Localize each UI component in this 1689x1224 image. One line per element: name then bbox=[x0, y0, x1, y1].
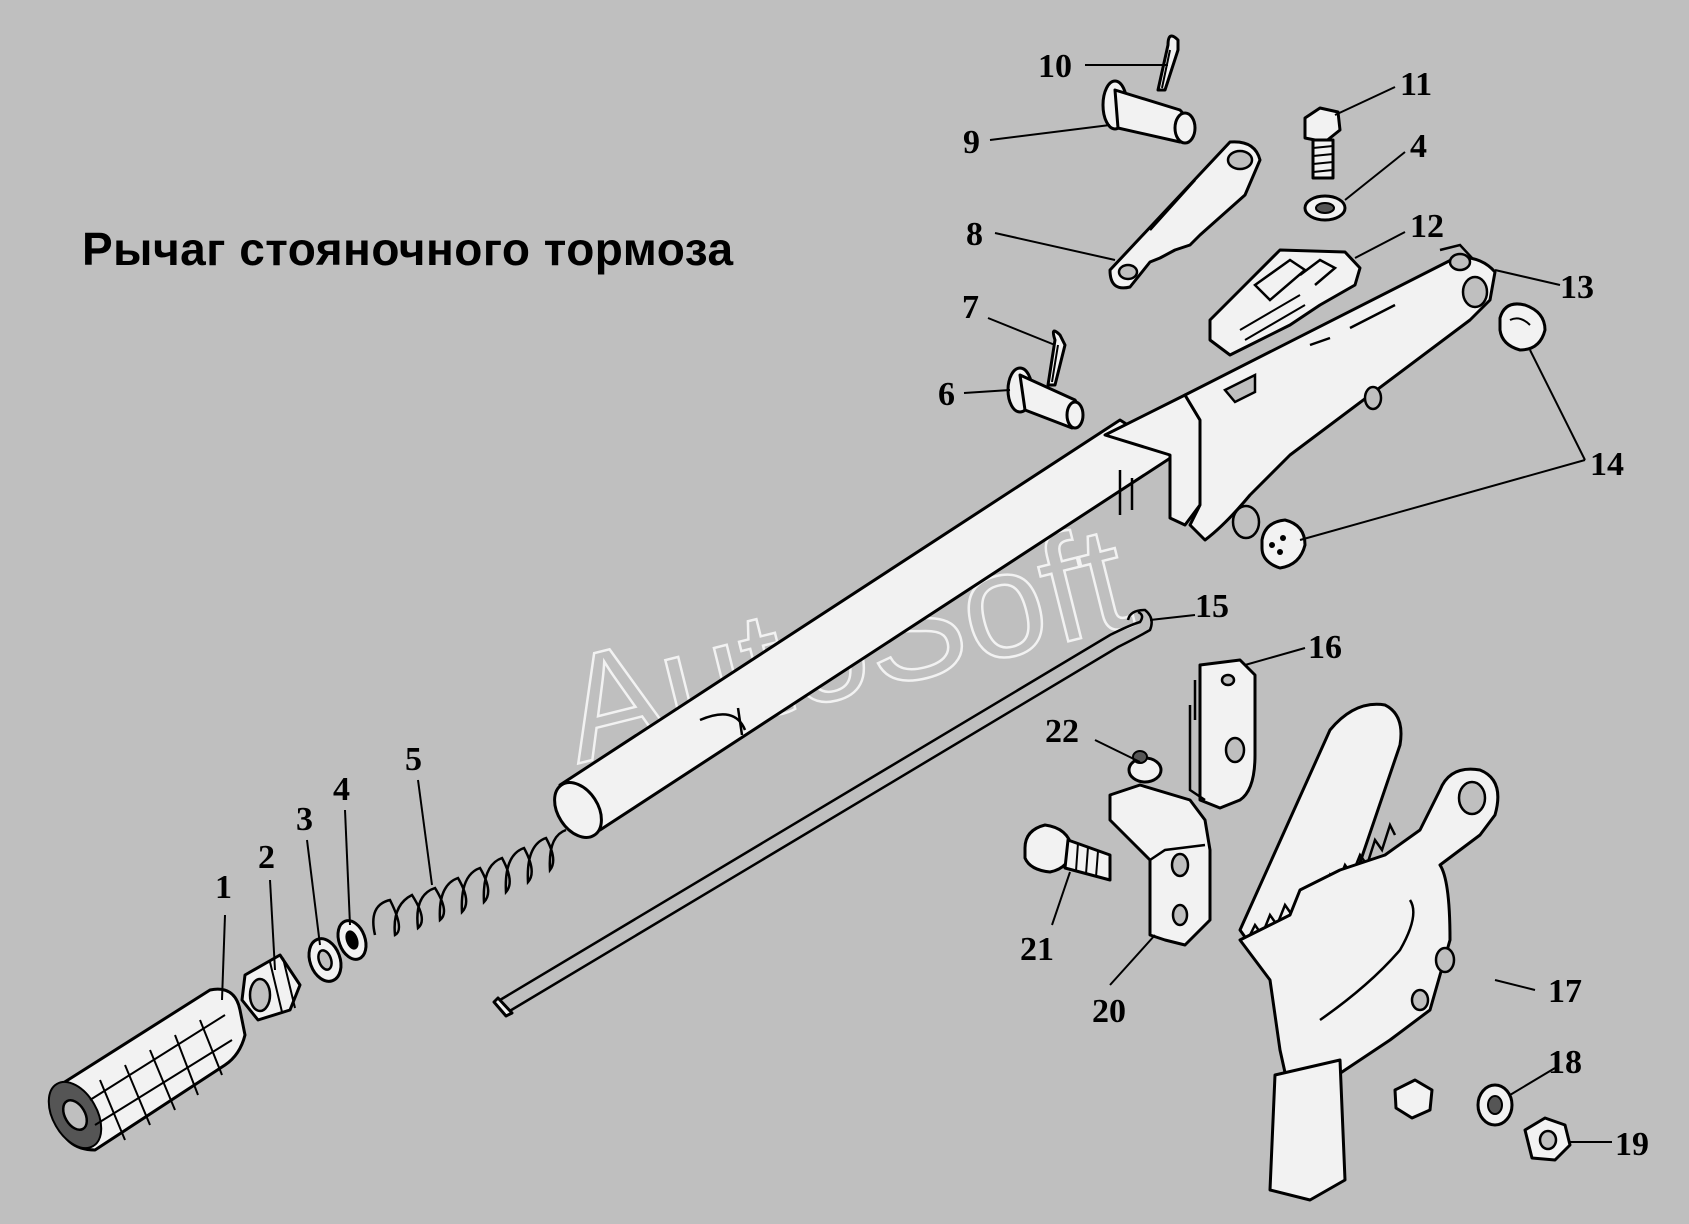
callout-3: 3 bbox=[296, 801, 313, 838]
callout-4-lower: 4 bbox=[333, 771, 350, 808]
part-7-cotter-pin bbox=[1046, 329, 1067, 387]
callout-11: 11 bbox=[1400, 66, 1432, 103]
part-3-washer bbox=[307, 937, 343, 983]
part-14-bushing-lower bbox=[1260, 518, 1307, 570]
part-1-handle-grip bbox=[47, 987, 247, 1152]
callout-2: 2 bbox=[258, 839, 275, 876]
part-17-sector-bracket bbox=[1238, 702, 1500, 1202]
part-4-spring-washer bbox=[336, 919, 368, 961]
callout-14: 14 bbox=[1590, 446, 1624, 483]
part-14-bushing-upper bbox=[1498, 302, 1547, 352]
part-12-clamp bbox=[1208, 248, 1362, 357]
part-18-spring-washer bbox=[1476, 1083, 1514, 1127]
part-2-nut bbox=[240, 953, 302, 1022]
callout-13: 13 bbox=[1560, 269, 1594, 306]
part-5-spring bbox=[372, 828, 567, 937]
callout-16: 16 bbox=[1308, 629, 1342, 666]
part-13-pin-slot bbox=[1439, 243, 1473, 259]
callout-10: 10 bbox=[1038, 48, 1072, 85]
callout-22: 22 bbox=[1045, 713, 1079, 750]
callout-18: 18 bbox=[1548, 1044, 1582, 1081]
callout-20: 20 bbox=[1092, 993, 1126, 1030]
part-4-washer-upper bbox=[1303, 194, 1347, 222]
part-19-nut bbox=[1523, 1116, 1572, 1162]
leader-lines bbox=[221, 64, 1612, 1143]
callout-15: 15 bbox=[1195, 588, 1229, 625]
part-9-pin bbox=[1101, 79, 1197, 145]
callout-12: 12 bbox=[1410, 208, 1444, 245]
diagram-title: Рычаг стояночного тормоза bbox=[82, 223, 734, 275]
callout-21: 21 bbox=[1020, 931, 1054, 968]
callout-1: 1 bbox=[215, 869, 232, 906]
callout-labels: 1 2 3 4 5 6 7 8 9 10 11 4 12 13 14 15 16… bbox=[215, 48, 1649, 1163]
part-22-nut bbox=[1127, 750, 1163, 784]
part-16-plate bbox=[1188, 658, 1257, 810]
part-8-pawl bbox=[1108, 140, 1262, 290]
callout-7: 7 bbox=[962, 289, 979, 326]
part-21-bolt bbox=[1023, 823, 1112, 882]
part-20-bracket bbox=[1108, 783, 1212, 947]
callout-5: 5 bbox=[405, 741, 422, 778]
callout-9: 9 bbox=[963, 124, 980, 161]
callout-6: 6 bbox=[938, 376, 955, 413]
part-6-pin bbox=[1006, 366, 1085, 430]
callout-17: 17 bbox=[1548, 973, 1582, 1010]
callout-19: 19 bbox=[1615, 1126, 1649, 1163]
part-10-cotter-pin bbox=[1156, 34, 1180, 92]
part-11-bolt bbox=[1303, 106, 1342, 180]
lever-body bbox=[553, 252, 1497, 839]
callout-4-upper: 4 bbox=[1410, 128, 1427, 165]
callout-8: 8 bbox=[966, 216, 983, 253]
